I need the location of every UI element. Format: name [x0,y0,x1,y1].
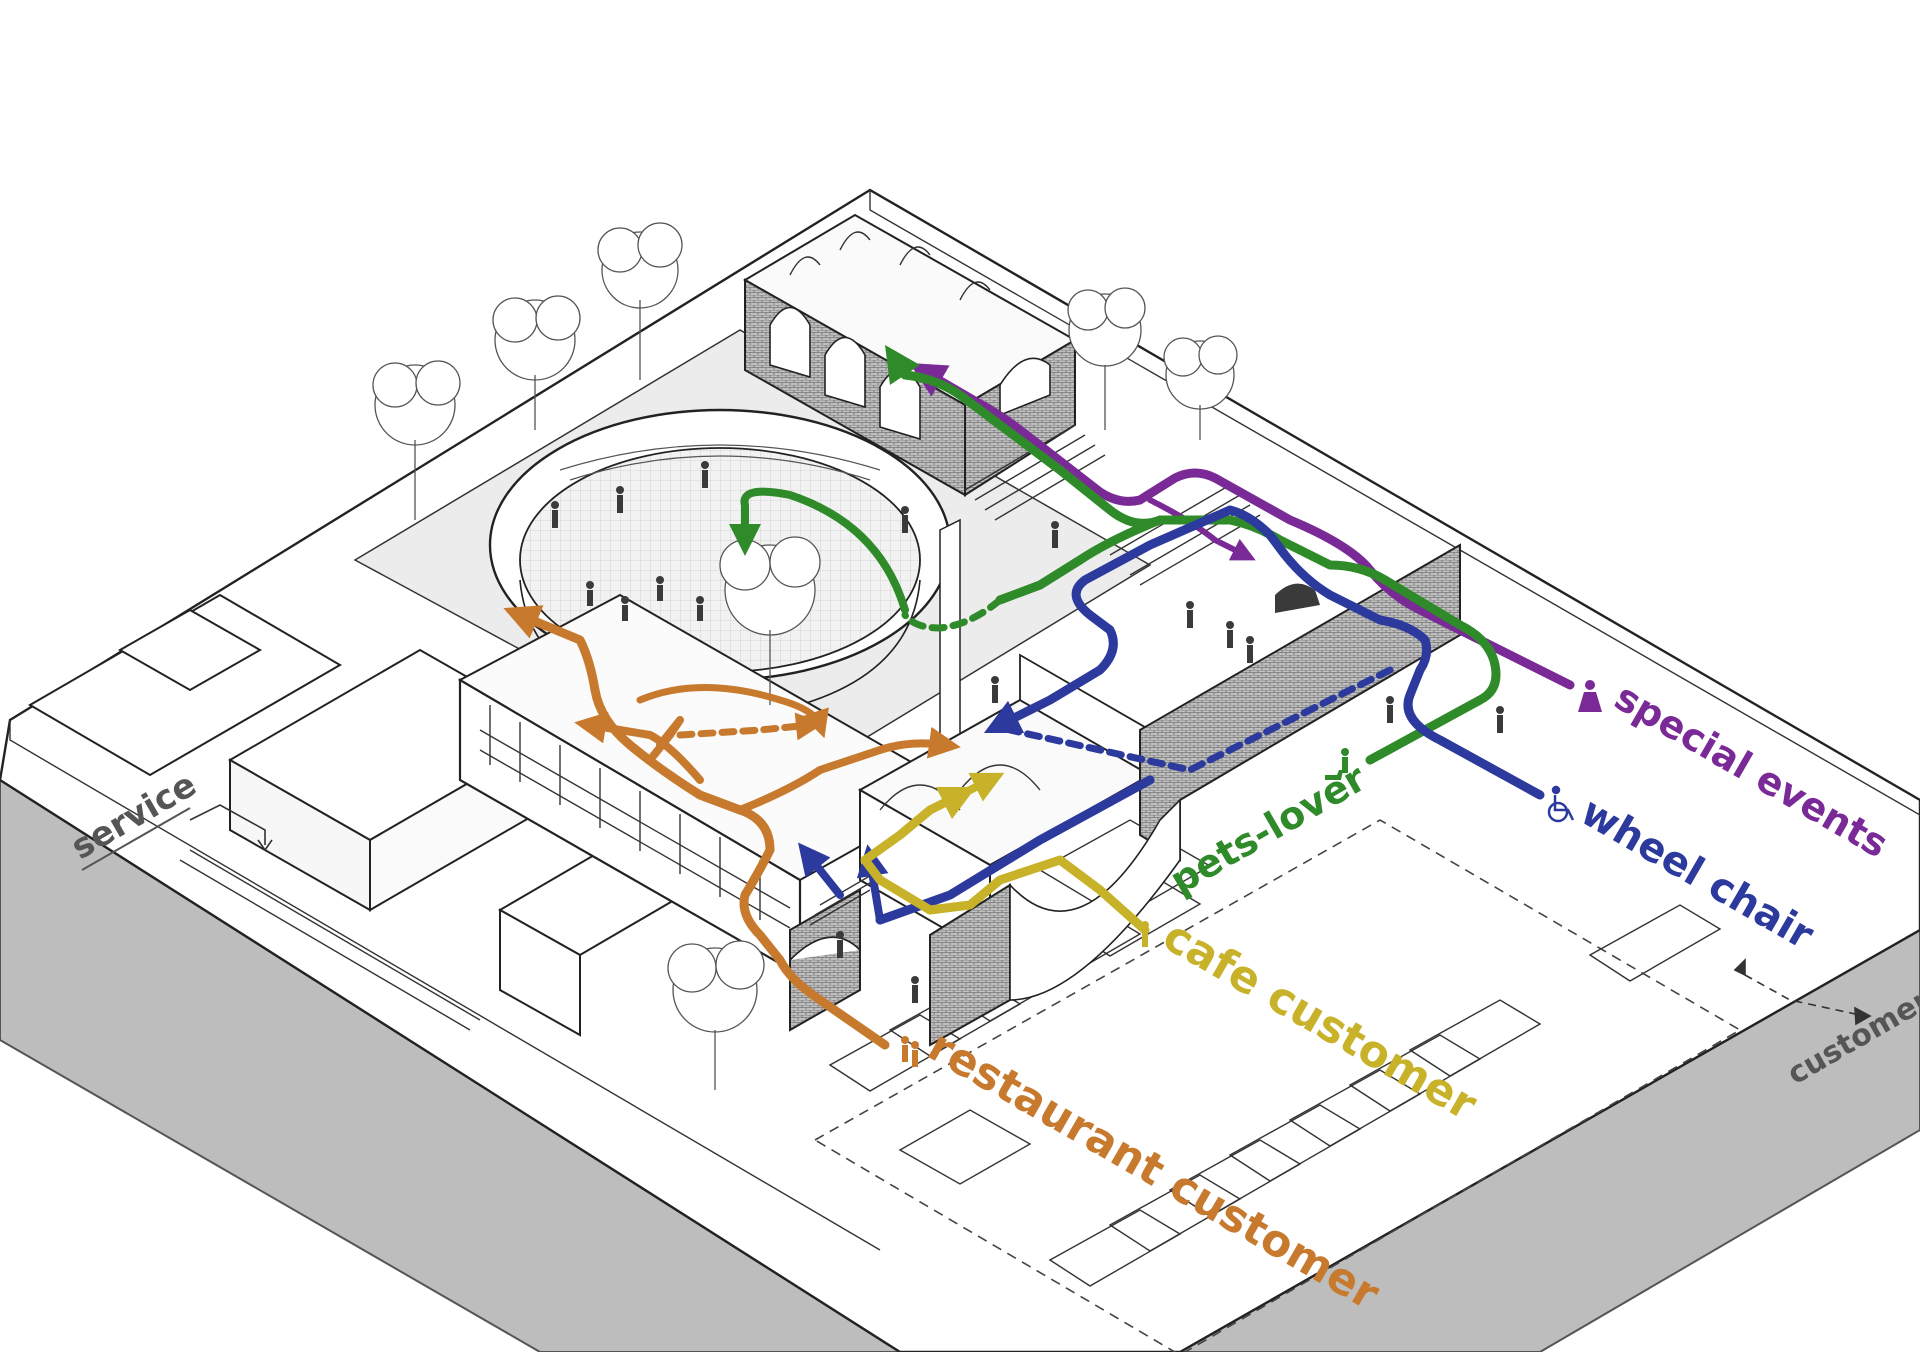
tree-icon [372,360,461,520]
person-icon [1051,521,1059,548]
person-icon [991,676,999,703]
routes [503,345,1575,1050]
restaurant-building [457,518,963,977]
customer-arrow-icon [1744,974,1861,1016]
tree-icon [492,295,581,430]
route-icons [901,680,1602,1067]
tree-icon [597,222,683,380]
person-icon [911,976,919,1003]
person-icon [1186,601,1194,628]
people-icon [901,1036,919,1067]
person-icon [696,596,704,621]
cafe-building [857,653,1153,957]
person-icon [656,576,664,601]
dog-walker-icon [1325,748,1349,780]
person-icon [621,596,629,621]
service-arrow-icon [189,804,266,845]
grand-piano-icon [1275,583,1320,613]
person-icon [616,486,624,513]
person-icon [1386,696,1394,723]
tree-icon [667,940,765,1090]
person-icon [586,581,594,606]
person-icon [1246,636,1254,663]
route-restaurant-customer [503,605,890,1050]
woman-icon [1578,680,1602,712]
person-icon [551,501,559,528]
tree-icon [1067,287,1146,430]
route-wheel-chair [983,505,1545,800]
route-cafe-customer [860,786,1150,935]
person-icon [901,506,909,533]
event-pavilion [743,213,1077,497]
entry-arrows [189,804,1872,1026]
route-pets-lover [885,345,1501,765]
tree-icon [719,536,821,705]
tree-icon [1163,335,1238,440]
person-icon [836,931,844,958]
people [551,461,1504,1003]
person-icon [1226,621,1234,648]
person-icon [701,461,709,488]
person-icon [1496,706,1504,733]
wheelchair-icon [1547,785,1575,823]
person-icon [1141,921,1149,947]
trees [372,222,1238,1090]
